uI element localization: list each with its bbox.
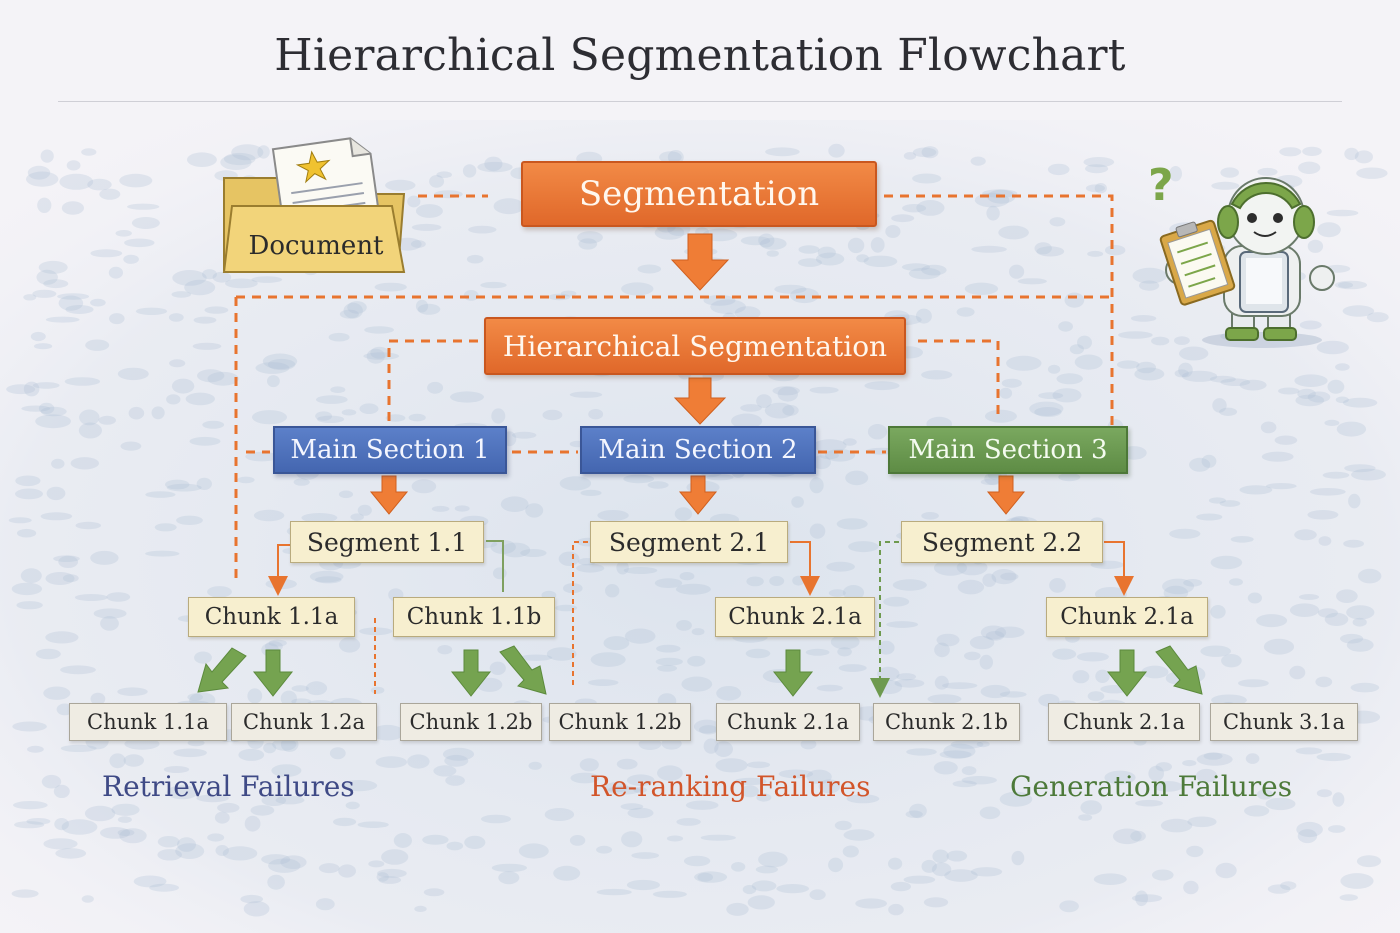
chunk-bottom-2-node: Chunk 1.2a	[231, 703, 377, 741]
arrow-chunk21a2-right	[1155, 645, 1203, 695]
arrow-chunk11a-down	[252, 649, 294, 697]
reranking-failures-label: Re-ranking Failures	[590, 770, 871, 803]
chunk-bottom-6-node: Chunk 2.1b	[873, 703, 1020, 741]
svg-text:?: ?	[1148, 160, 1174, 211]
seg21-left-line	[572, 541, 588, 686]
hier-right-connector	[918, 339, 1000, 418]
main-section-1-node: Main Section 1	[273, 426, 507, 474]
chunk-bottom-8-node: Chunk 3.1a	[1210, 703, 1358, 741]
chunk-bottom-3-node: Chunk 1.2b	[400, 703, 542, 741]
arrow-seg-to-hier	[670, 233, 730, 291]
document-label: Document	[248, 231, 384, 261]
generation-failures-label: Generation Failures	[1010, 770, 1293, 803]
segmentation-node: Segmentation	[521, 161, 877, 227]
seg11-to-chunk11b	[486, 540, 504, 592]
title-divider	[58, 101, 1342, 102]
arrow-main3-to-seg22	[986, 475, 1026, 515]
main-section-3-node: Main Section 3	[888, 426, 1128, 474]
arrow-hier-to-main2	[673, 377, 727, 425]
retrieval-failures-label: Retrieval Failures	[102, 770, 355, 803]
segment-2-1-node: Segment 2.1	[590, 521, 788, 563]
arrow-main2-to-seg21	[678, 475, 718, 515]
arrow-main1-to-seg11	[369, 475, 409, 515]
seg21-to-chunk21a	[790, 541, 820, 596]
chunk-bottom-7-node: Chunk 2.1a	[1048, 703, 1200, 741]
segment-2-2-node: Segment 2.2	[901, 521, 1103, 563]
seg22-to-chunk21a	[1104, 541, 1134, 596]
chunk-mid-2-node: Chunk 1.1b	[393, 597, 555, 637]
chunk-mid-4-node: Chunk 2.1a	[1046, 597, 1208, 637]
segment-1-1-node: Segment 1.1	[290, 521, 484, 563]
arrow-chunk21a2-down	[1106, 649, 1148, 697]
chunk-mid-3-node: Chunk 2.1a	[715, 597, 875, 637]
arrow-chunk11a-left	[197, 647, 247, 693]
seg22-left-line	[870, 541, 899, 698]
chunk-mid-1-node: Chunk 1.1a	[188, 597, 355, 637]
arrow-chunk11b-down	[450, 649, 492, 697]
chunk-bottom-1-node: Chunk 1.1a	[69, 703, 227, 741]
chunk-bottom-5-node: Chunk 2.1a	[716, 703, 860, 741]
main-section-2-node: Main Section 2	[580, 426, 816, 474]
folder-document-icon	[218, 136, 414, 280]
robot-assistant-icon: ?	[1140, 160, 1340, 350]
seg11-to-chunk11a	[268, 544, 290, 596]
page-title: Hierarchical Segmentation Flowchart	[274, 30, 1126, 81]
hier-left-connector	[387, 339, 478, 425]
chunk-bottom-4-node: Chunk 1.2b	[549, 703, 691, 741]
hierarchical-segmentation-node: Hierarchical Segmentation	[484, 317, 906, 375]
arrow-chunk11b-right	[499, 645, 547, 695]
segmentation-right-connector	[884, 194, 1114, 428]
arrow-chunk21a-down	[772, 649, 814, 697]
